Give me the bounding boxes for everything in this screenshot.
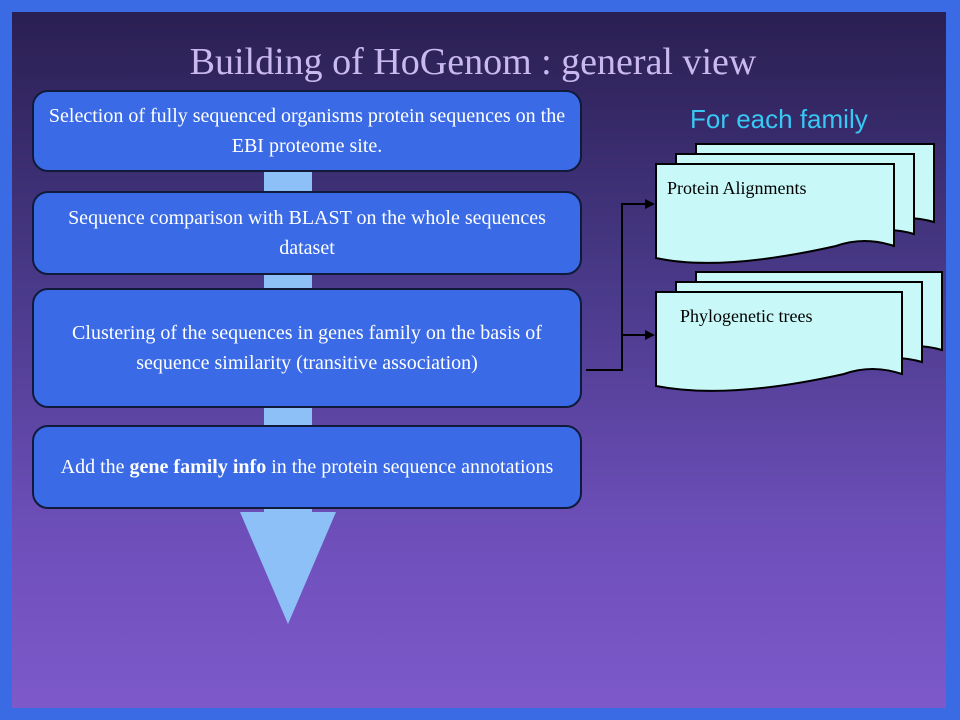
branch-connector xyxy=(586,203,646,371)
page-title: Building of HoGenom : general view xyxy=(189,41,757,83)
flow-arrow-head xyxy=(240,512,336,624)
step-blast-comparison-text: Sequence comparison with BLAST on the wh… xyxy=(68,207,546,259)
step-add-family-info-text: Add the gene family info in the protein … xyxy=(60,456,554,478)
protein-alignments-doc-stack xyxy=(655,143,935,264)
step-blast-comparison: Sequence comparison with BLAST on the wh… xyxy=(32,191,582,275)
family-label: For each family xyxy=(690,104,868,134)
protein-alignments-label: Protein Alignments xyxy=(667,178,807,198)
phylogenetic-trees-doc-stack xyxy=(655,271,943,392)
phylogenetic-trees-label: Phylogenetic trees xyxy=(680,306,813,326)
step-clustering: Clustering of the sequences in genes fam… xyxy=(32,288,582,408)
gene-family-info-emphasis: gene family info xyxy=(129,456,267,478)
step-add-family-info: Add the gene family info in the protein … xyxy=(32,425,582,509)
step-selection-text: Selection of fully sequenced organisms p… xyxy=(48,105,566,157)
connector-arrowhead-top xyxy=(645,199,655,209)
step-selection: Selection of fully sequenced organisms p… xyxy=(32,90,582,172)
step-clustering-text: Clustering of the sequences in genes fam… xyxy=(72,322,542,374)
connector-arrowhead-bottom xyxy=(645,330,655,340)
